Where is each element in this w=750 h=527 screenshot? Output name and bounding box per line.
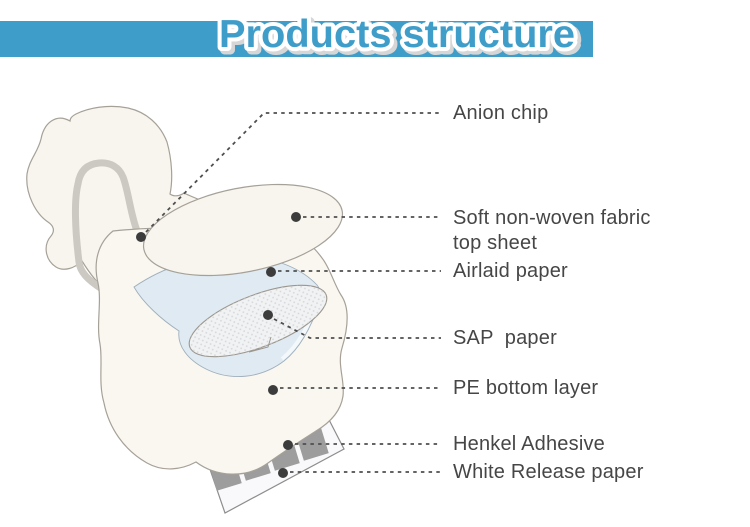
callout-dot-henkel-adhesive (283, 440, 293, 450)
label-sap-paper: SAP paper (453, 327, 557, 349)
leader-lines (145, 112, 441, 473)
banner-title: Products structure (219, 13, 575, 56)
callout-dot-airlaid-paper (266, 267, 276, 277)
callout-dot-top-sheet (291, 212, 301, 222)
label-anion-chip: Anion chip (453, 102, 549, 124)
banner-strip (0, 21, 593, 57)
callout-dots (136, 212, 301, 478)
top-sheet-layer (142, 183, 344, 277)
label-airlaid-paper: Airlaid paper (453, 260, 568, 282)
label-top-sheet: Soft non-woven fabric top sheet (453, 207, 657, 254)
callout-dot-white-release-paper (278, 468, 288, 478)
callout-dot-sap-paper (263, 310, 273, 320)
callout-dot-anion-chip (136, 232, 146, 242)
label-white-release-paper: White Release paper (453, 461, 644, 483)
label-pe-bottom-layer: PE bottom layer (453, 377, 599, 399)
anion-chip-channel (71, 159, 167, 293)
sap-paper-layer (188, 284, 328, 358)
leader-line-sap-paper (273, 318, 441, 339)
label-henkel-adhesive: Henkel Adhesive (453, 433, 605, 455)
banner-title-shadow: Products structure (222, 16, 578, 59)
sap-paper-notch (248, 336, 272, 353)
leader-line-anion-chip (145, 112, 441, 233)
callout-dot-pe-bottom-layer (268, 385, 278, 395)
